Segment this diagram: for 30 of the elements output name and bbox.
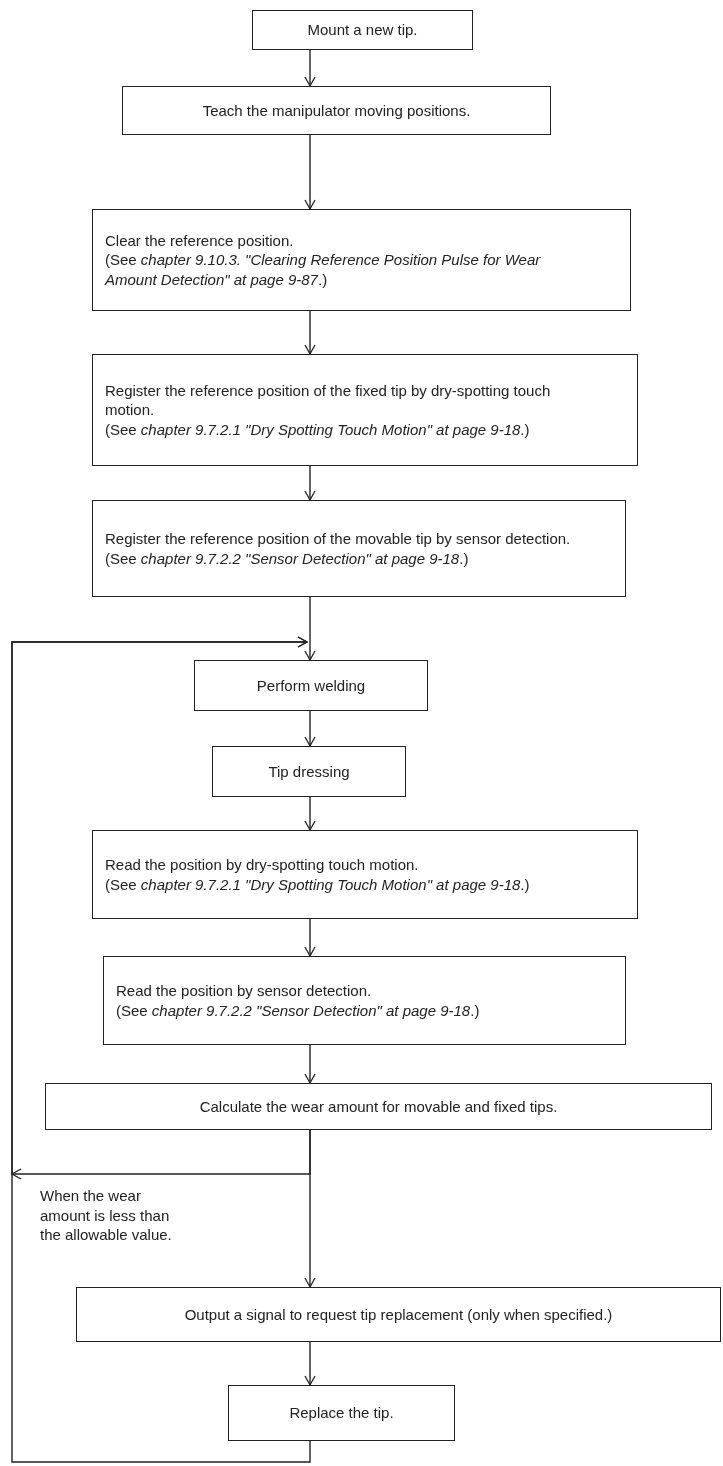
reference-note: (See chapter 9.7.2.2 "Sensor Detection" at page 9-18.) bbox=[105, 548, 469, 568]
step-text: Mount a new tip. bbox=[307, 20, 418, 40]
step-text: Register the reference position of the fixed tip by dry-spotting touch motion. bbox=[105, 380, 552, 420]
step-text: Clear the reference position. bbox=[105, 230, 294, 251]
process-box bbox=[92, 209, 631, 311]
reference-note: (See chapter 9.7.2.1 "Dry Spotting Touch Motion" at page 9-18.) bbox=[105, 874, 530, 894]
process-box bbox=[252, 10, 473, 50]
process-box bbox=[45, 1083, 712, 1130]
step-text: Perform welding bbox=[256, 675, 366, 696]
process-box bbox=[92, 500, 626, 597]
step-text: Teach the manipulator moving positions. bbox=[202, 100, 471, 121]
step-text: Output a signal to request tip replacement (only when specified.) bbox=[184, 1304, 613, 1325]
process-box bbox=[103, 956, 626, 1045]
reference-note: (See chapter 9.7.2.1 "Dry Spotting Touch Motion" at page 9-18.) bbox=[105, 419, 530, 440]
step-text: Replace the tip. bbox=[289, 1403, 394, 1423]
process-box bbox=[76, 1287, 721, 1342]
process-box bbox=[212, 746, 406, 797]
process-box bbox=[194, 660, 428, 711]
step-text: Tip dressing bbox=[268, 761, 350, 782]
step-text: Register the reference position of the movable tip by sensor detection. bbox=[105, 529, 571, 549]
process-box bbox=[92, 354, 638, 466]
process-box bbox=[92, 830, 638, 919]
process-box bbox=[122, 86, 551, 135]
reference-note: (See chapter 9.7.2.2 "Sensor Detection" at page 9-18.) bbox=[116, 1000, 480, 1020]
process-box bbox=[228, 1385, 455, 1441]
step-text: Read the position by sensor detection. bbox=[116, 981, 372, 1001]
step-text: Read the position by dry-spotting touch motion. bbox=[105, 855, 419, 875]
edge-label: When the wear amount is less than the allowable value. bbox=[40, 1186, 173, 1245]
reference-note: (See chapter 9.10.3. "Clearing Reference Position Pulse for Wear Amount Detection" at page 9-87.) bbox=[105, 250, 542, 290]
step-text: Calculate the wear amount for movable and fixed tips. bbox=[199, 1096, 558, 1117]
